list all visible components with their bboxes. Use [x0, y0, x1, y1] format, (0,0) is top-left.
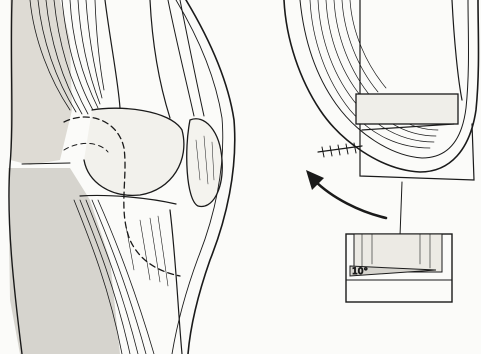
shaft-edge-right — [452, 0, 462, 100]
tibial-plateau — [80, 195, 176, 204]
femoral-condyle — [84, 108, 184, 195]
femur-shading — [10, 0, 72, 165]
osteotomy-block — [356, 94, 458, 124]
quadriceps-tendon-2 — [180, 0, 204, 116]
bone-inner-contour — [300, 0, 469, 158]
inset-leader-line — [400, 182, 402, 236]
suture-marks — [322, 143, 356, 157]
left-knee-view — [8, 0, 235, 354]
angle-label: 10° — [352, 267, 368, 277]
quadriceps-tendon — [168, 0, 194, 116]
femoral-shaft-front — [105, 0, 120, 108]
osteotomy-cut-line — [362, 124, 454, 130]
femoral-shaft-back — [150, 0, 170, 118]
tibia-hatching — [126, 216, 168, 286]
right-detail-view: 10° — [284, 0, 479, 302]
rotation-arrow — [314, 180, 386, 218]
patella — [187, 119, 222, 207]
